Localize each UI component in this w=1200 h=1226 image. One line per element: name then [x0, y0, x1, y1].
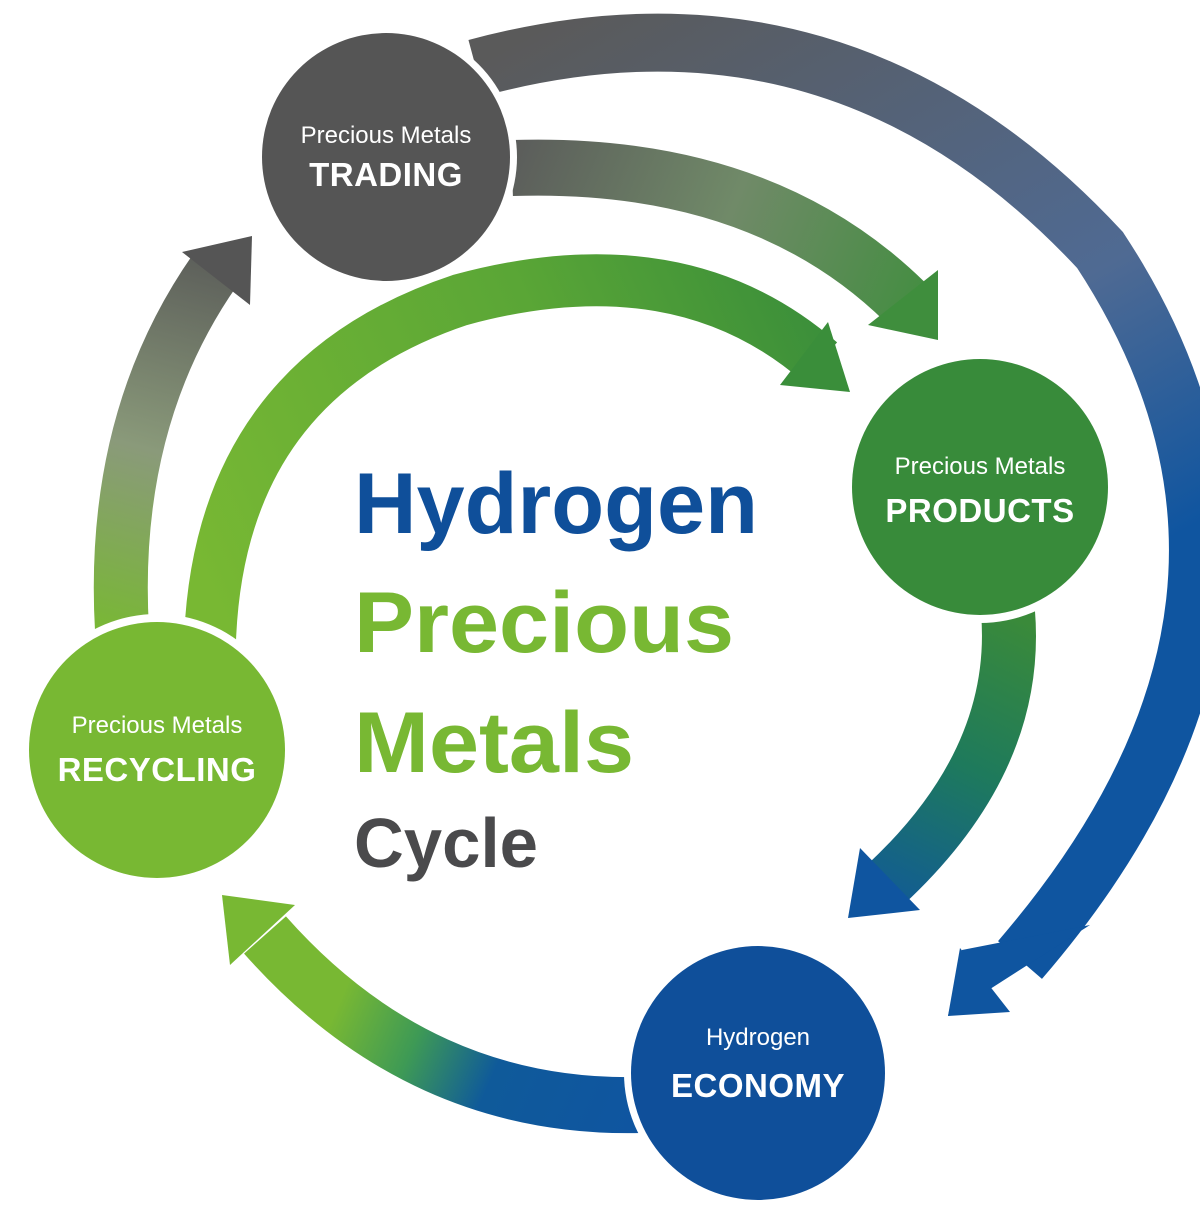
- center-title: Hydrogen Precious Metals Cycle: [354, 456, 758, 882]
- node-recycling: Precious Metals RECYCLING: [21, 614, 293, 886]
- title-line-metals: Metals: [354, 695, 634, 791]
- products-label-big: PRODUCTS: [885, 492, 1074, 529]
- node-trading: Precious Metals TRADING: [255, 26, 517, 288]
- title-line-hydrogen: Hydrogen: [354, 456, 758, 552]
- title-line-precious: Precious: [354, 575, 734, 671]
- arrow-economy-to-recycling: [222, 895, 641, 1134]
- products-label-small: Precious Metals: [895, 453, 1066, 480]
- trading-label-big: TRADING: [309, 156, 463, 193]
- recycling-label-small: Precious Metals: [72, 712, 243, 739]
- arrow-products-to-economy: [848, 609, 1036, 918]
- recycling-label-big: RECYCLING: [58, 751, 257, 788]
- arrow-trading-to-products: [511, 139, 938, 340]
- arrow-recycling-to-products: [184, 254, 850, 642]
- node-products: Precious Metals PRODUCTS: [844, 351, 1116, 623]
- economy-label-big: ECONOMY: [671, 1067, 845, 1104]
- economy-label-small: Hydrogen: [706, 1024, 810, 1051]
- arrow-trading-to-economy: [468, 13, 1200, 1016]
- title-line-cycle: Cycle: [354, 804, 538, 882]
- arrow-recycling-to-trading: [93, 236, 252, 632]
- trading-label-small: Precious Metals: [301, 122, 472, 149]
- node-economy: Hydrogen ECONOMY: [624, 939, 892, 1207]
